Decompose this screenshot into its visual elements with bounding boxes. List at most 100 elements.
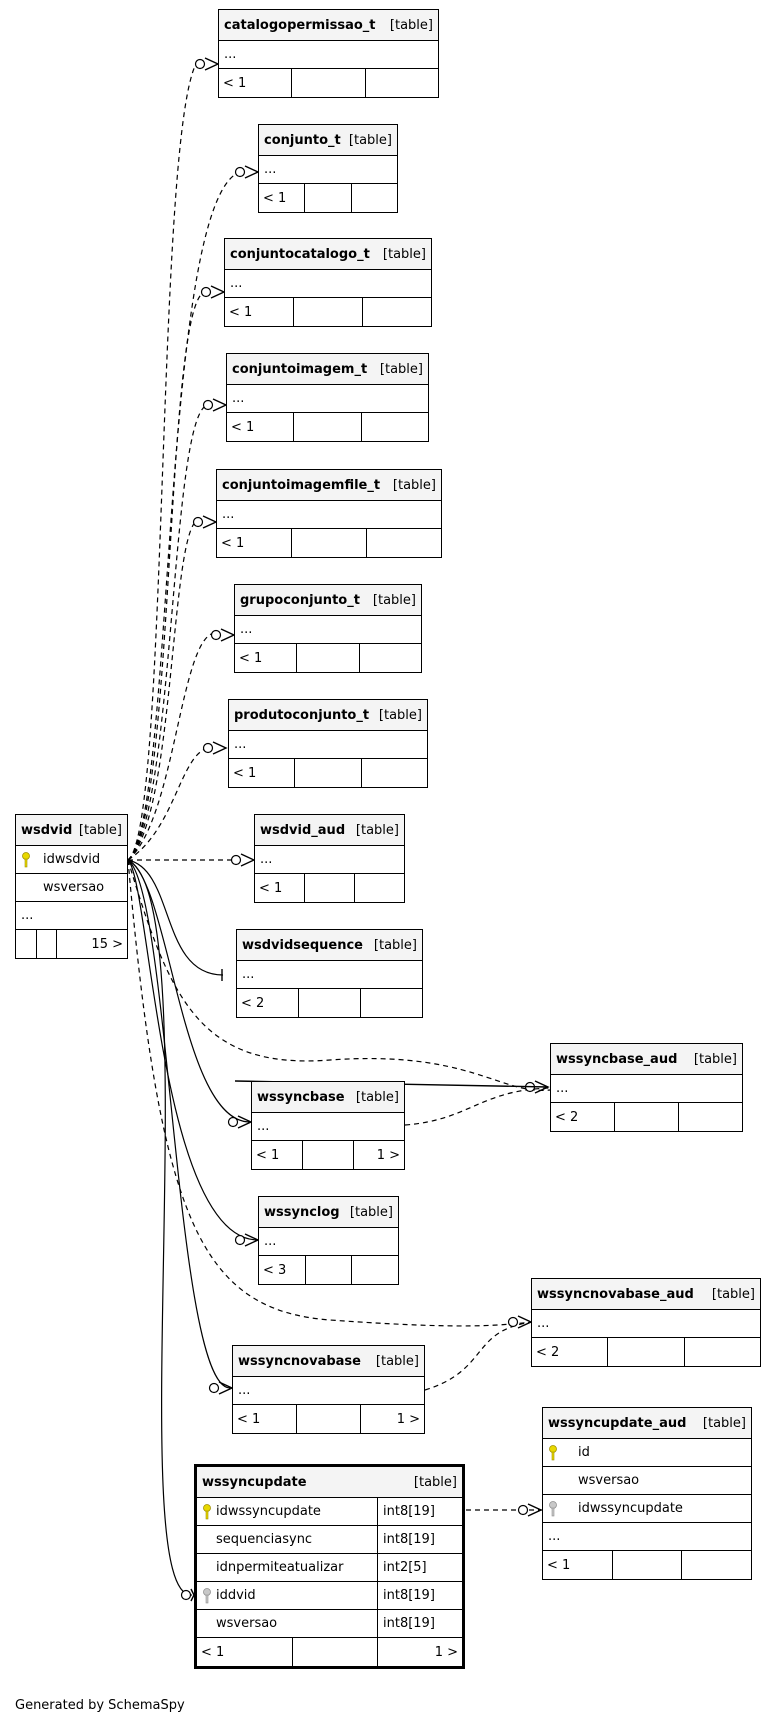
table-conjunto_t[interactable]: conjunto_t[table] ... < 1: [258, 124, 398, 213]
parent-count: < 1: [256, 1147, 280, 1163]
table-wsdvidsequence[interactable]: wsdvidsequence[table] ... < 2: [236, 929, 423, 1018]
edge-wssyncbase_aud: [127, 859, 551, 1091]
table-wssynclog[interactable]: wssynclog [table] ... < 3: [258, 1196, 399, 1285]
table-name: wssyncbase_aud: [556, 1051, 678, 1067]
child-count: [351, 1256, 398, 1284]
table-conjuntoimagemfile_t[interactable]: conjuntoimagemfile_t[table] ... < 1: [216, 469, 442, 558]
table-wssyncupdate[interactable]: wssyncupdate [table] idwssyncupdate int8[…: [194, 1464, 465, 1669]
ellipsis-row: ...: [259, 156, 397, 184]
edge-produtoconjunto_t: [127, 747, 209, 861]
parent-count: < 3: [263, 1262, 287, 1278]
ellipsis-row: ...: [259, 1228, 398, 1256]
table-produtoconjunto_t[interactable]: produtoconjunto_t[table] ... < 1: [228, 699, 428, 788]
column-name: idwssyncupdate: [578, 1501, 683, 1516]
table-type: [table]: [355, 1089, 399, 1105]
column-row: id: [543, 1439, 751, 1467]
column-row: iddvid int8[19]: [197, 1582, 462, 1610]
column-row: wsversao: [16, 874, 127, 902]
table-type: [table]: [349, 1204, 393, 1220]
child-count: [354, 874, 404, 902]
edge-conjuntoimagem_t: [127, 404, 209, 861]
edge-wsdvidsequence: [127, 859, 224, 976]
child-count: [360, 413, 428, 441]
ellipsis-row: ...: [255, 846, 404, 874]
footer-credit: Generated by SchemaSpy: [15, 1698, 185, 1713]
primary-key-icon: [548, 1444, 578, 1461]
ellipsis-row: ...: [225, 270, 431, 298]
table-name: wssynclog: [264, 1204, 340, 1220]
ellipsis-row: ...: [229, 731, 427, 759]
table-wssyncbase_aud[interactable]: wssyncbase_aud[table] ... < 2: [550, 1043, 743, 1132]
child-count: 1 >: [353, 1141, 404, 1169]
child-count: [364, 69, 438, 97]
parent-count: < 1: [223, 75, 247, 91]
table-type: [table]: [78, 822, 122, 838]
parent-count: < 1: [221, 535, 245, 551]
column-type: int8[19]: [377, 1498, 440, 1525]
ellipsis-row: ...: [219, 41, 438, 69]
table-name: grupoconjunto_t: [240, 592, 360, 608]
relationship-count-row: < 1: [229, 759, 427, 787]
edge-grupoconjunto_t: [127, 632, 215, 861]
table-wssyncupdate_aud[interactable]: wssyncupdate_aud[table] id wsversao idws…: [542, 1407, 752, 1580]
parent-count: < 1: [259, 880, 283, 896]
relationship-count-row: < 1: [255, 874, 404, 902]
column-name: idwsdvid: [43, 852, 101, 867]
table-type: [table]: [413, 1474, 457, 1490]
ellipsis-row: ...: [16, 902, 127, 930]
parent-count: < 1: [231, 419, 255, 435]
child-count: [678, 1103, 742, 1131]
parent-count: < 2: [536, 1344, 560, 1360]
parent-count: [16, 930, 36, 958]
edge-wssyncnovabase-aud: [424, 1321, 534, 1391]
table-conjuntoimagem_t[interactable]: conjuntoimagem_t [table] ... < 1: [226, 353, 429, 442]
table-name: wssyncupdate: [202, 1474, 307, 1490]
edge-wssyncnovabase: [127, 859, 231, 1389]
child-count: 15 >: [56, 930, 127, 958]
foreign-key-icon: [202, 1587, 216, 1604]
ellipsis-row: ...: [227, 385, 428, 413]
relationship-count-row: < 1: [227, 413, 428, 441]
ellipsis-row: ...: [233, 1377, 424, 1405]
table-name: conjuntoimagem_t: [232, 361, 368, 377]
table-catalogopermissao_t[interactable]: catalogopermissao_t [table] ... < 1: [218, 9, 439, 98]
child-count: 1 >: [360, 1405, 424, 1433]
relationship-count-row: < 1: [543, 1551, 751, 1579]
table-type: [table]: [711, 1286, 755, 1302]
table-wssyncnovabase_aud[interactable]: wssyncnovabase_aud[table] ... < 2: [531, 1278, 761, 1367]
column-row: idwssyncupdate int8[19]: [197, 1498, 462, 1526]
column-name: iddvid: [216, 1588, 256, 1603]
child-count: [358, 644, 421, 672]
parent-count: < 1: [547, 1557, 571, 1573]
table-grupoconjunto_t[interactable]: grupoconjunto_t[table] ... < 1: [234, 584, 422, 673]
table-type: [table]: [372, 592, 416, 608]
table-name: catalogopermissao_t: [224, 17, 376, 33]
column-row: idwssyncupdate: [543, 1495, 751, 1523]
parent-count: < 1: [201, 1644, 225, 1660]
child-count: [681, 1551, 751, 1579]
table-type: [table]: [389, 17, 433, 33]
relationship-count-row: < 1 1 >: [197, 1638, 462, 1666]
parent-count: < 1: [239, 650, 263, 666]
parent-count: < 1: [233, 765, 257, 781]
table-wsdvid_aud[interactable]: wsdvid_aud [table] ... < 1: [254, 814, 405, 903]
table-name: wssyncnovabase: [238, 1353, 361, 1369]
child-count: 1 >: [377, 1638, 462, 1666]
table-conjuntocatalogo_t[interactable]: conjuntocatalogo_t[table] ... < 1: [224, 238, 432, 327]
child-count: [360, 989, 422, 1017]
table-type: [table]: [348, 132, 392, 148]
table-name: wsdvid_aud: [260, 822, 346, 838]
table-wsdvid[interactable]: wsdvid[table] idwsdvid wsversao ... 15 >: [15, 814, 128, 959]
column-name: id: [578, 1445, 590, 1460]
relationship-count-row: < 1 1 >: [252, 1141, 404, 1169]
column-name: sequenciasync: [216, 1532, 313, 1547]
column-type: int8[19]: [377, 1526, 440, 1553]
column-name: wsversao: [578, 1473, 640, 1488]
table-name: produtoconjunto_t: [234, 707, 370, 723]
table-type: [table]: [355, 822, 399, 838]
column-row: idwsdvid: [16, 846, 127, 874]
table-type: [table]: [379, 361, 423, 377]
